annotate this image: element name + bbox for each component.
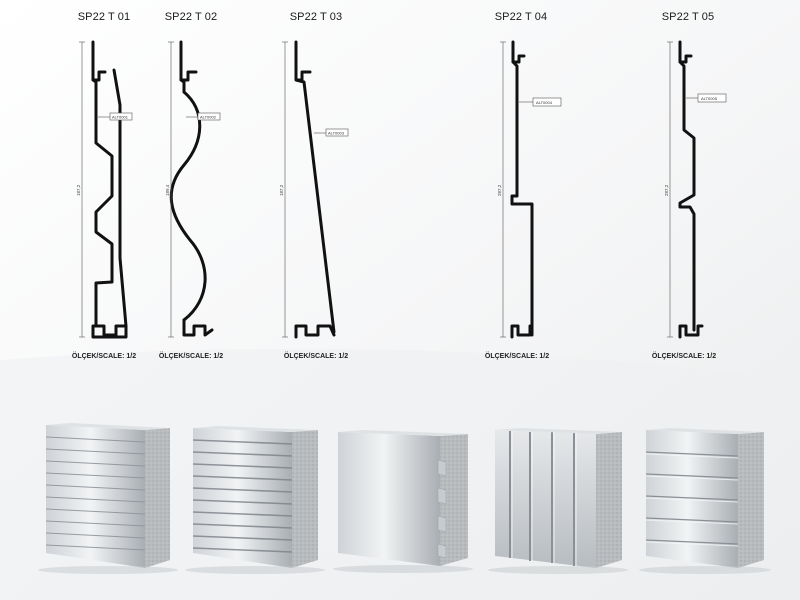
scale-label-5: ÖLÇEK/SCALE: 1/2 <box>651 353 717 360</box>
scale-label-4: ÖLÇEK/SCALE: 1/2 <box>484 353 550 360</box>
profile-shape-3 <box>294 40 336 339</box>
scale-label-2: ÖLÇEK/SCALE: 1/2 <box>158 353 224 360</box>
profile-title-5: SP22 T 05 <box>661 11 715 23</box>
profile-shape-5 <box>678 40 704 339</box>
dimension-label-5: 287,2 <box>664 184 669 196</box>
scale-label-3: ÖLÇEK/SCALE: 1/2 <box>283 353 349 360</box>
dimension-label-4: 287,2 <box>497 184 502 196</box>
panel-render-2 <box>192 426 318 568</box>
profile-title-1: SP22 T 01 <box>77 11 131 23</box>
scale-label-1: ÖLÇEK/SCALE: 1/2 <box>71 353 137 360</box>
profile-shape-1 <box>91 40 128 339</box>
dimension-label-2: 189,4 <box>165 184 170 196</box>
panel-render-5 <box>645 428 764 568</box>
panel-render-4 <box>495 428 622 568</box>
part-tag-5: ALT0005 <box>701 96 718 101</box>
part-tag-1: ALT0001 <box>112 115 129 120</box>
dimension-label-1: 187,2 <box>76 184 81 196</box>
part-tag-3: ALT0003 <box>328 131 345 136</box>
panel-render-3 <box>338 430 468 566</box>
profile-title-4: SP22 T 04 <box>494 11 548 23</box>
dimension-label-3: 187,2 <box>279 184 284 196</box>
profile-shape-2 <box>169 40 214 337</box>
profile-title-3: SP22 T 03 <box>289 11 343 23</box>
panel-render-1 <box>45 423 170 568</box>
part-tag-4: ALT0004 <box>536 100 553 105</box>
profile-title-2: SP22 T 02 <box>164 11 218 23</box>
part-tag-2: ALT0002 <box>200 115 217 120</box>
profile-shape-4 <box>510 40 534 339</box>
